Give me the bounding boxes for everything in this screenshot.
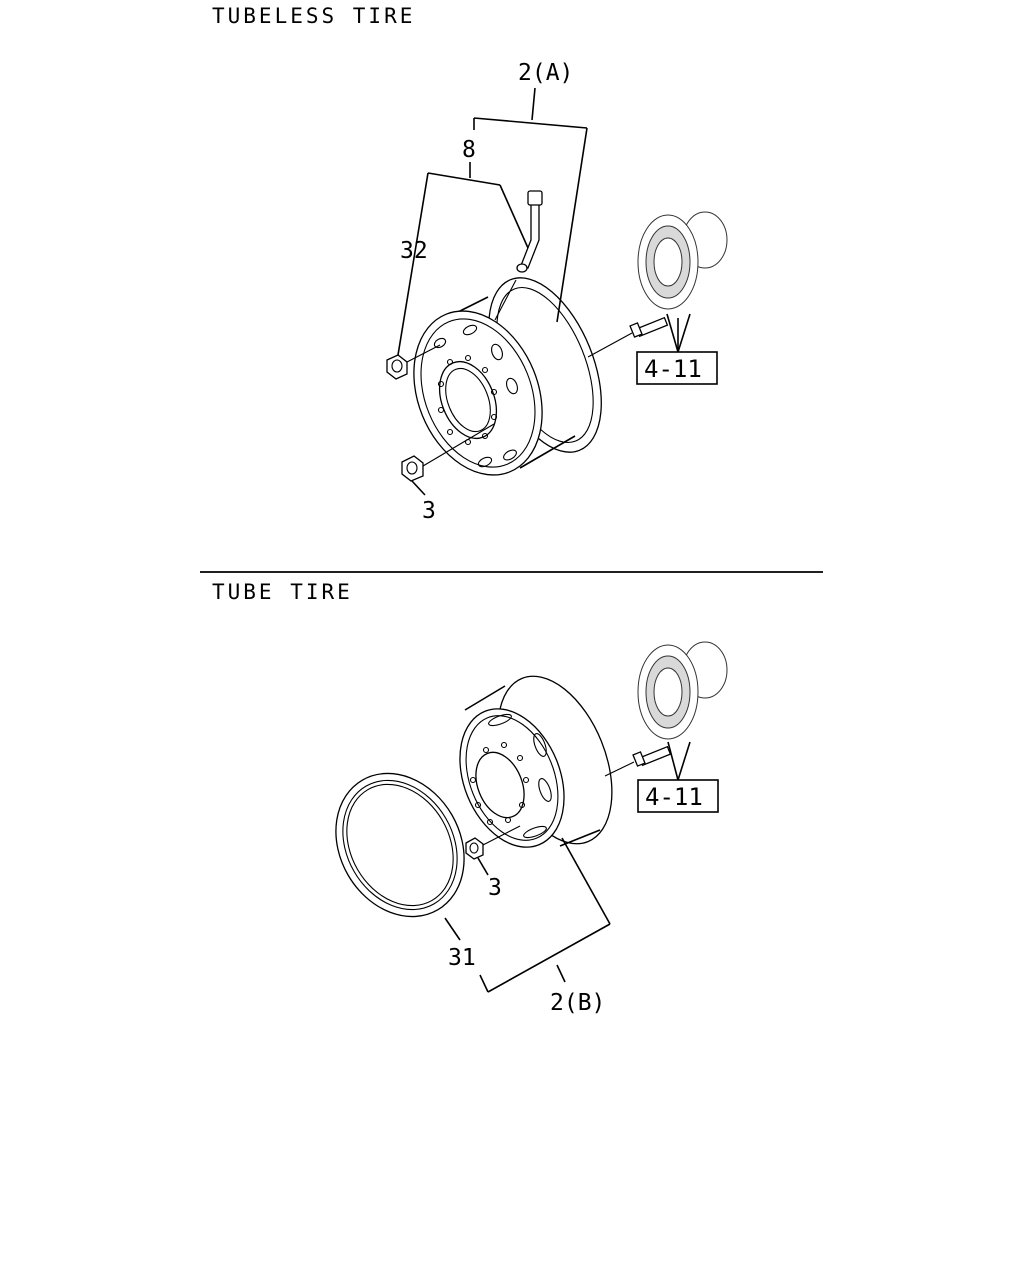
hub-tube <box>637 641 728 740</box>
section-title-tube: TUBE TIRE <box>212 580 353 604</box>
hub-bolt-tube <box>632 745 672 767</box>
boxed-callout-label: 4-11 <box>645 783 703 811</box>
nut-3-tubeless <box>401 455 424 482</box>
callout-8: 8 <box>462 137 476 163</box>
callout-2b: 2(B) <box>550 990 605 1016</box>
nut-3-tube <box>465 837 484 860</box>
callout-3-tube: 3 <box>488 875 502 901</box>
leader-lines-tube <box>444 741 691 993</box>
tube-tire-section: TUBE TIRE <box>212 580 728 1016</box>
boxed-callout-label: 4-11 <box>644 355 702 383</box>
leader-lines-tubeless <box>397 87 691 496</box>
section-title-tubeless: TUBELESS TIRE <box>212 4 415 28</box>
boxed-callout-4-11-tubeless: 4-11 <box>636 351 718 385</box>
callout-31: 31 <box>448 945 476 971</box>
hub-bolt-tubeless <box>629 316 669 338</box>
nut-32 <box>386 354 408 380</box>
wheel-rim-tubeless <box>413 277 602 476</box>
callout-32: 32 <box>400 238 428 264</box>
boxed-callout-4-11-tube: 4-11 <box>637 779 719 813</box>
valve-stem <box>516 190 543 273</box>
tubeless-tire-section: TUBELESS TIRE <box>212 4 728 524</box>
callout-3: 3 <box>422 498 436 524</box>
callout-2a: 2(A) <box>518 60 573 86</box>
wheel-rim-tube <box>459 675 613 848</box>
rim-ring-31 <box>335 772 465 918</box>
hub-tubeless <box>637 211 728 310</box>
